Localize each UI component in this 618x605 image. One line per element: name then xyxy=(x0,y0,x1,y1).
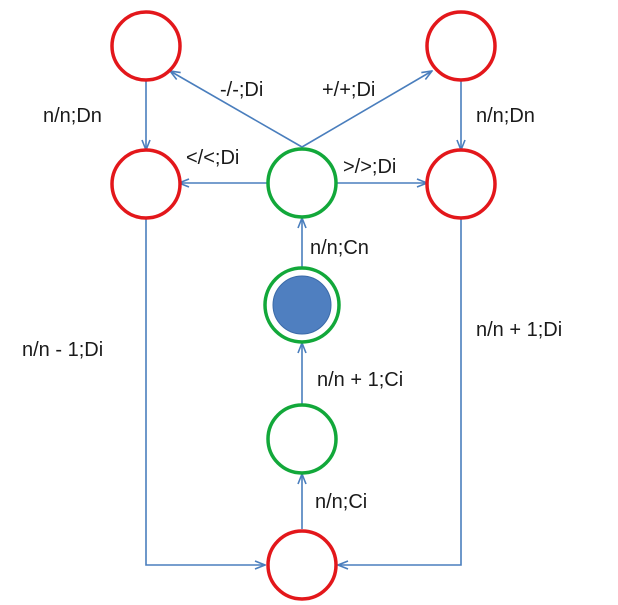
label-center-to-top-left: -/-;Di xyxy=(220,79,263,101)
state-mid-left xyxy=(110,148,182,220)
label-bottom-to-lower-center: n/n;Ci xyxy=(315,491,367,513)
edge-mid-right-to-bottom xyxy=(338,219,462,565)
label-top-right-to-mid-right: n/n;Dn xyxy=(476,105,535,127)
state-mid-right xyxy=(425,148,497,220)
state-lower-center xyxy=(266,403,338,475)
label-lower-center-to-initial: n/n + 1;Ci xyxy=(317,369,403,391)
label-top-left-to-mid-left: n/n;Dn xyxy=(43,105,102,127)
edge-center-to-top-right xyxy=(301,71,432,148)
state-top-left xyxy=(110,10,182,82)
state-bottom xyxy=(266,529,338,601)
label-mid-left-to-bottom: n/n - 1;Di xyxy=(22,339,103,361)
initial-state-dot xyxy=(272,275,332,335)
edge-center-to-top-left xyxy=(170,71,303,148)
state-top-right xyxy=(425,10,497,82)
label-center-to-top-right: +/+;Di xyxy=(322,79,375,101)
initial-state xyxy=(263,266,341,344)
edge-mid-left-to-bottom xyxy=(145,219,265,565)
state-center xyxy=(266,147,338,219)
label-center-to-mid-left: </<;Di xyxy=(186,147,239,169)
label-initial-to-center: n/n;Cn xyxy=(310,237,369,259)
label-center-to-mid-right: >/>;Di xyxy=(343,156,396,178)
label-mid-right-to-bottom: n/n + 1;Di xyxy=(476,319,562,341)
